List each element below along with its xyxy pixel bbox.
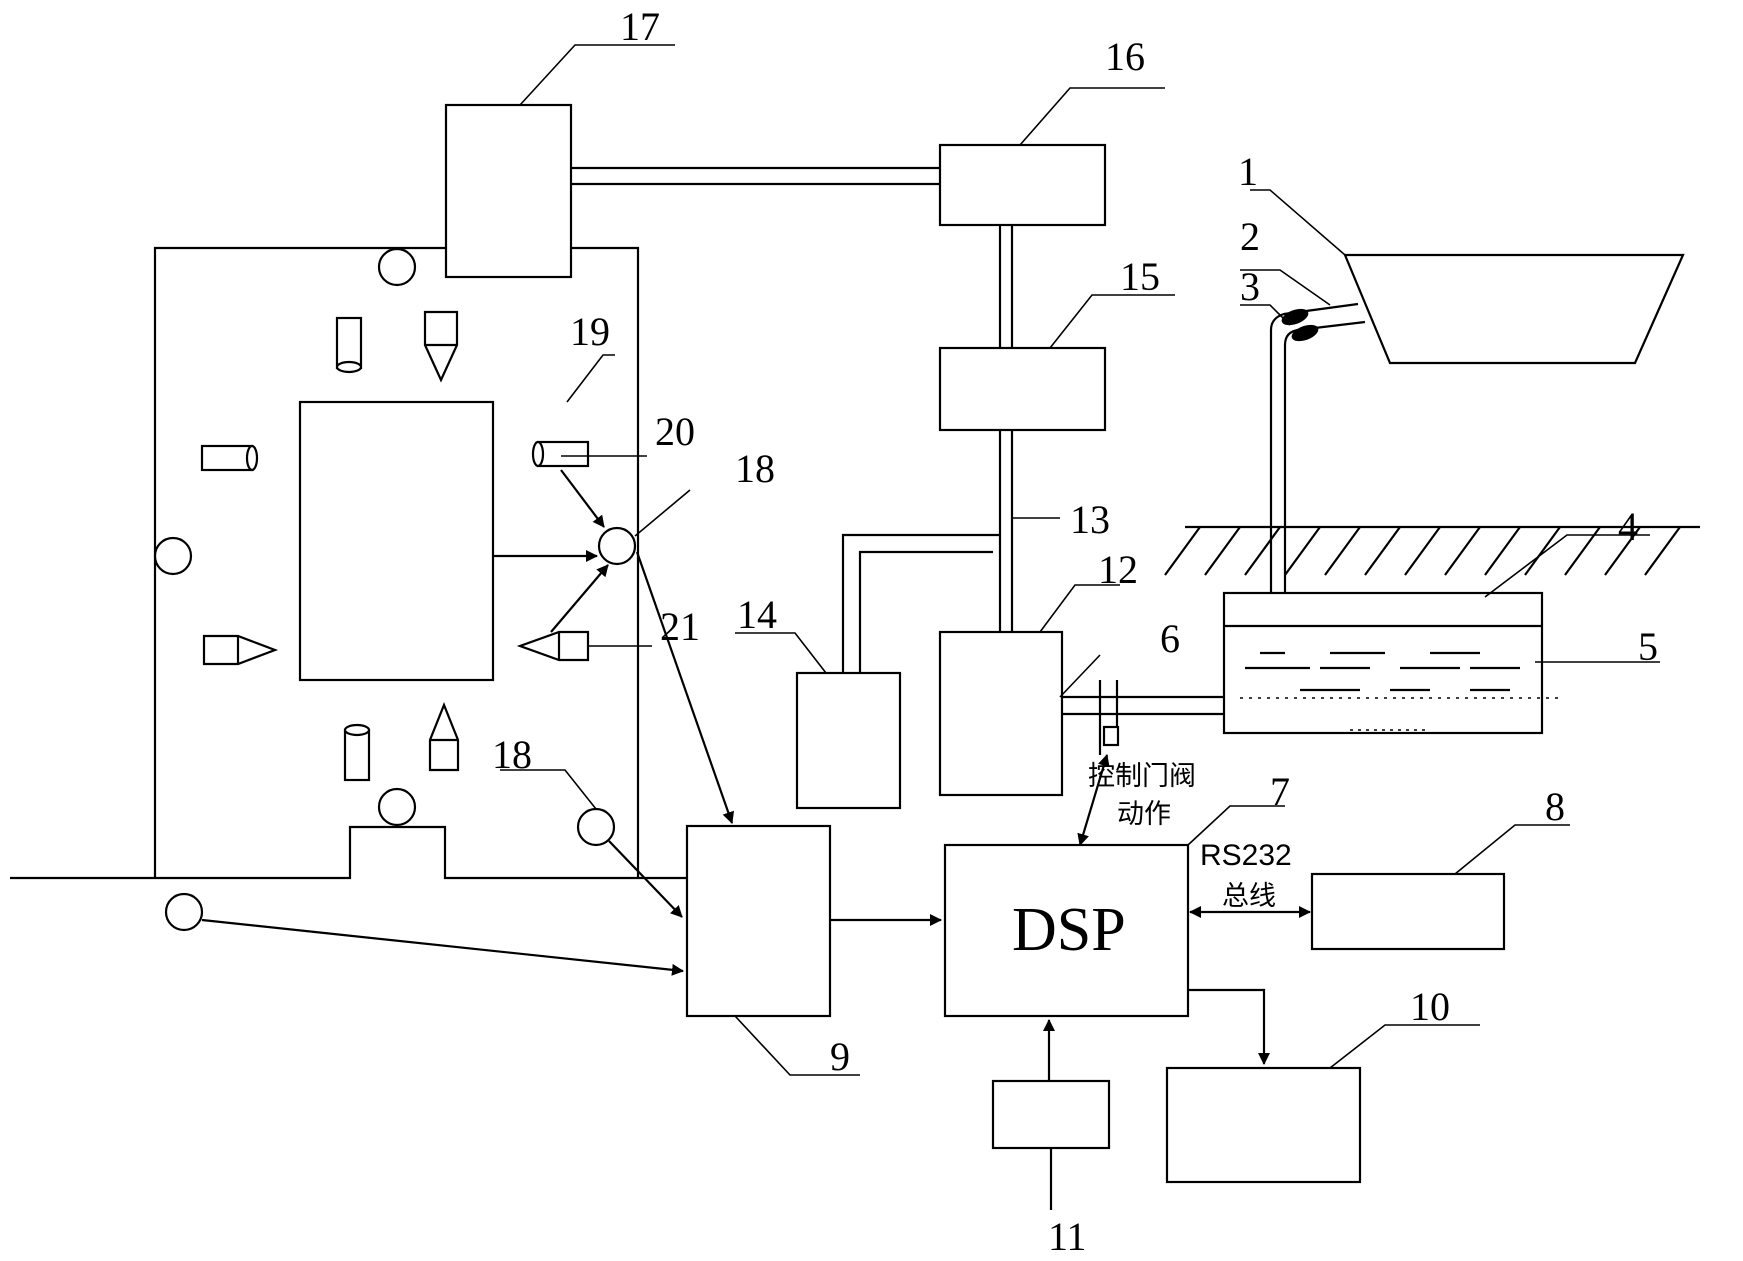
block-12 (938, 630, 1064, 797)
tank-4 (1222, 591, 1544, 735)
block-15 (938, 346, 1107, 432)
label-3: 3 (1240, 264, 1260, 309)
label-10: 10 (1410, 984, 1450, 1029)
arrow-7-10 (1188, 988, 1270, 1065)
ground-hatch (1164, 526, 1681, 576)
label-19: 19 (570, 309, 610, 354)
label-8: 8 (1545, 784, 1565, 829)
dsp-block-7 (943, 843, 1190, 1018)
label-11: 11 (1048, 1214, 1087, 1259)
block-9 (685, 824, 832, 1018)
label-15: 15 (1120, 254, 1160, 299)
block-19 (298, 400, 495, 682)
label-2: 2 (1240, 214, 1260, 259)
block-17 (444, 103, 573, 279)
label-6: 6 (1160, 616, 1180, 661)
label-1: 1 (1238, 149, 1258, 194)
label-7: 7 (1270, 769, 1290, 814)
label-13: 13 (1070, 497, 1110, 542)
label-18-lower: 18 (492, 732, 532, 777)
dsp-label: DSP (1012, 896, 1126, 964)
sensor-18 (597, 526, 637, 566)
block-10 (1165, 1066, 1362, 1184)
sensor-circle (153, 536, 193, 576)
arrow-21-18 (550, 564, 609, 633)
label-5: 5 (1638, 624, 1658, 669)
arrow-outside-9 (201, 918, 684, 976)
coupling-2 (1281, 308, 1309, 326)
label-4: 4 (1618, 504, 1638, 549)
coupling-3 (1291, 324, 1319, 342)
label-14: 14 (737, 592, 777, 637)
arrow-18lower-9 (608, 840, 683, 918)
label-18: 18 (735, 446, 775, 491)
block-11 (991, 1079, 1111, 1150)
leader-lines (500, 44, 1660, 1076)
pool-1 (1343, 253, 1685, 365)
arrow-20-18 (560, 469, 605, 528)
pipe-to-14 (841, 533, 1000, 673)
sensor-circle (377, 247, 417, 287)
label-16: 16 (1105, 34, 1145, 79)
label-17: 17 (620, 4, 660, 49)
valve-control-text: 控制门阀 (1088, 761, 1196, 792)
water-marks (1245, 651, 1520, 692)
label-12: 12 (1098, 547, 1138, 592)
arrow-18-9 (635, 551, 735, 824)
sensor-outside (164, 892, 204, 932)
floor-line (10, 825, 690, 880)
label-20: 20 (655, 409, 695, 454)
pipe-to-pool (1269, 302, 1359, 593)
label-21: 21 (660, 604, 700, 649)
camera-icons (200, 310, 590, 782)
block-16 (938, 143, 1107, 227)
arrow-valve-dsp (1077, 754, 1110, 846)
valve-action-text: 动作 (1117, 799, 1171, 830)
sensor-circle (377, 787, 417, 827)
rs232-text: RS232 (1200, 839, 1292, 872)
block-8 (1310, 872, 1506, 951)
bus-text: 总线 (1222, 881, 1276, 912)
block-14 (795, 671, 902, 810)
sensor-18-lower (576, 807, 616, 847)
label-9: 9 (830, 1034, 850, 1079)
